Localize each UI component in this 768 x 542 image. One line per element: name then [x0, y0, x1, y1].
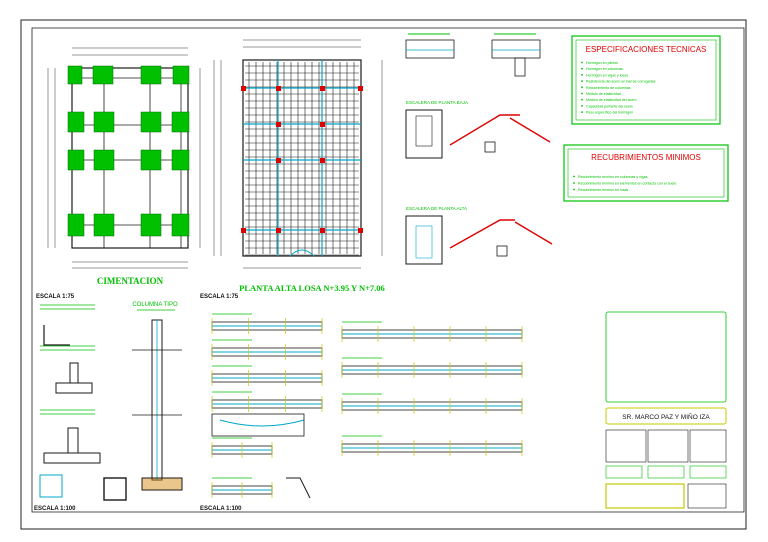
cover-bullet	[573, 182, 575, 184]
spec-row: Resistencia del acero en barras corrugad…	[586, 80, 656, 84]
spec-bullet	[581, 61, 583, 64]
spec-row: Módulo de elasticidad del acero	[586, 98, 637, 102]
cimentacion-plan: CIMENTACION	[47, 47, 201, 286]
spec-row: Hormigón en columnas	[586, 67, 623, 71]
cover-bullet	[573, 188, 575, 191]
spec-row: Hormigón en vigas y losas	[586, 73, 628, 77]
planta-grid	[245, 62, 359, 256]
planta-alta-title: PLANTA ALTA LOSA N+3.95 Y N+7.06	[239, 283, 385, 293]
cover-row: Recubrimiento mínimo en elementos en con…	[578, 182, 676, 186]
spec-row: Capacidad portante del suelo	[586, 104, 633, 108]
spec-bullet	[581, 98, 583, 101]
especificaciones-panel: ESPECIFICACIONES TECNICAS Hormigón en pl…	[571, 35, 721, 125]
scale-label-1: ESCALA 1:75	[36, 294, 75, 300]
spec-bullet	[581, 67, 583, 70]
footings	[67, 65, 190, 237]
spec-bullet	[581, 92, 583, 95]
spec-bullet	[581, 80, 583, 82]
escalera-pb-label: ESCALERA DE PLANTA BAJA	[406, 100, 468, 105]
recubrimientos-panel: RECUBRIMIENTOS MINIMOS Recubrimiento mín…	[563, 144, 729, 202]
spec-row: Hormigón en plintos	[586, 61, 618, 65]
cover-bullet	[573, 175, 575, 178]
escalera-pa-label: ESCALERA DE PLANTA ALTA	[406, 206, 467, 211]
spec-bullet	[581, 105, 583, 107]
cover-row: Recubrimiento mínimo en columnas y vigas	[578, 175, 648, 179]
plinto-details	[39, 304, 127, 501]
outer-border	[20, 19, 747, 530]
viga-details	[211, 313, 523, 499]
escalera-details: ESCALERA DE PLANTA BAJA ESCALERA DE PLAN…	[405, 33, 553, 265]
recubrimientos-title: RECUBRIMIENTOS MINIMOS	[591, 153, 701, 162]
title-block: SR. MARCO PAZ Y MIÑO IZA	[605, 311, 727, 509]
spec-row: Recubrimiento de columnas	[586, 86, 631, 90]
cimentacion-title: CIMENTACION	[97, 276, 164, 286]
cover-row: Recubrimiento mínimo en losas	[578, 188, 629, 192]
scale-label-3: ESCALA 1:100	[34, 506, 76, 512]
planta-beams	[243, 60, 361, 256]
planta-alta-plan: PLANTA ALTA LOSA N+3.95 Y N+7.06	[213, 39, 385, 293]
spec-row: Módulo de elasticidad	[586, 92, 621, 96]
columna-tipo-title: COLUMNA TIPO	[132, 302, 178, 308]
inner-border	[31, 27, 745, 513]
owner-name: SR. MARCO PAZ Y MIÑO IZA	[622, 412, 710, 421]
columna-tipo-detail: COLUMNA TIPO	[132, 302, 183, 491]
spec-row: Peso específico del hormigón	[586, 111, 633, 115]
scale-label-2: ESCALA 1:75	[200, 294, 239, 300]
cimentacion-grid	[72, 68, 188, 248]
spec-bullet	[581, 111, 583, 113]
scale-label-4: ESCALA 1:100	[200, 506, 242, 512]
especificaciones-title: ESPECIFICACIONES TECNICAS	[586, 45, 707, 54]
spec-bullet	[581, 86, 583, 89]
spec-bullet	[581, 74, 583, 76]
